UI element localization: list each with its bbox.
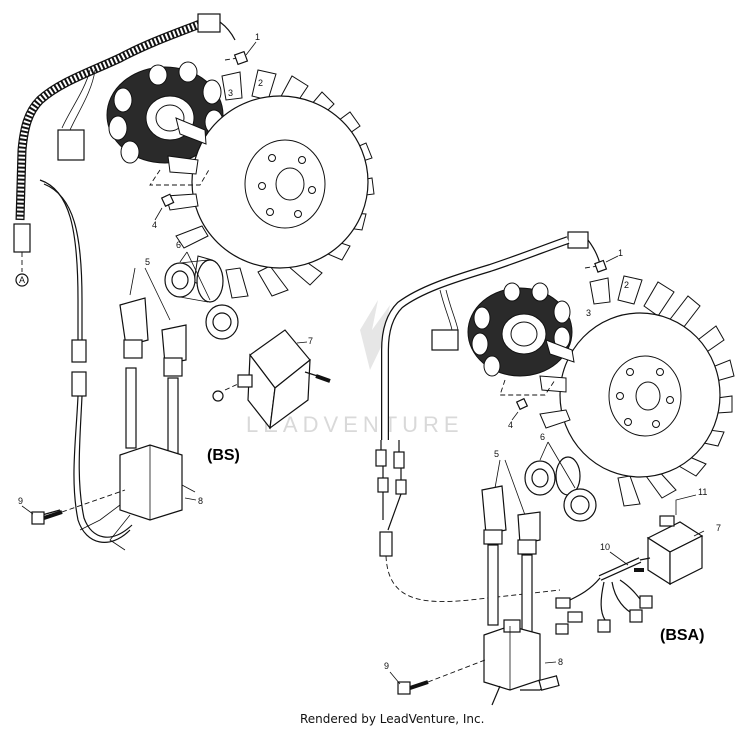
watermark-logo-icon (360, 300, 390, 370)
bs-callout-8: 8 (198, 496, 203, 506)
bs-harness-connector (13, 223, 31, 253)
bsa-bracket-11 (659, 515, 675, 527)
bsa-callouts: 1 2 3 4 5 6 7 8 9 10 11 (384, 248, 721, 685)
bs-ignition-coil (79, 367, 196, 551)
bs-plug-caps (119, 267, 187, 377)
bs-callout-9: 9 (18, 496, 23, 506)
bsa-callout-6: 6 (540, 432, 545, 442)
bsa-variant-label: (BSA) (660, 627, 704, 644)
bs-screw-1 (224, 41, 257, 66)
bs-lead-connector-upper (71, 339, 87, 363)
bs-assembly: A (13, 13, 375, 551)
bsa-callout-2: 2 (624, 280, 629, 290)
bs-callout-1: 1 (255, 32, 260, 42)
bs-screw-4 (149, 167, 211, 221)
bsa-bolt-9 (397, 659, 486, 695)
bs-cdi-box (212, 329, 331, 430)
bs-variant-label: (BS) (207, 447, 240, 464)
bsa-flywheel (539, 275, 735, 507)
bsa-seals (524, 441, 597, 522)
bsa-wire-harness (375, 231, 601, 602)
bsa-callout-9: 9 (384, 661, 389, 671)
bsa-ignition-coil (483, 544, 560, 706)
bs-callout-2: 2 (258, 78, 263, 88)
bsa-screw-1 (584, 255, 619, 273)
bsa-sub-harness (555, 557, 653, 635)
bsa-callout-3: 3 (586, 308, 591, 318)
connector-a-label: A (19, 275, 25, 285)
watermark: LEADVENTURE (246, 300, 459, 437)
bsa-plug-caps (481, 459, 541, 555)
bs-callout-4: 4 (152, 220, 157, 230)
bsa-stator-connector (431, 329, 459, 351)
bs-callout-3: 3 (228, 88, 233, 98)
bs-stator-connector (57, 129, 85, 161)
bs-callout-7: 7 (308, 336, 313, 346)
bsa-callout-1: 1 (618, 248, 623, 258)
bs-harness-plug (197, 13, 221, 33)
bs-wire-harness: A (13, 13, 236, 543)
bsa-harness-plug (567, 231, 589, 249)
bsa-callout-11: 11 (698, 487, 707, 497)
bs-callout-5: 5 (145, 257, 150, 267)
bsa-callout-5: 5 (494, 449, 499, 459)
bs-lead-connector-lower (71, 371, 87, 397)
bsa-callout-8: 8 (558, 657, 563, 667)
bsa-callout-7: 7 (716, 523, 721, 533)
bsa-callout-10: 10 (600, 542, 610, 552)
footer-credit: Rendered by LeadVenture, Inc. (300, 712, 484, 726)
bsa-screw-4 (499, 379, 556, 421)
bsa-callout-4: 4 (508, 420, 513, 430)
bsa-assembly: 1 2 3 4 5 6 7 8 9 10 11 (BSA) (375, 231, 735, 706)
bs-callouts: 1 2 3 4 5 6 7 8 9 (18, 32, 313, 515)
bsa-stator (467, 282, 573, 377)
bs-callout-6: 6 (176, 240, 181, 250)
bs-seals (164, 251, 239, 340)
bsa-cdi-box (634, 515, 704, 586)
bs-flywheel (165, 69, 375, 299)
bs-bolt-9 (31, 489, 126, 525)
